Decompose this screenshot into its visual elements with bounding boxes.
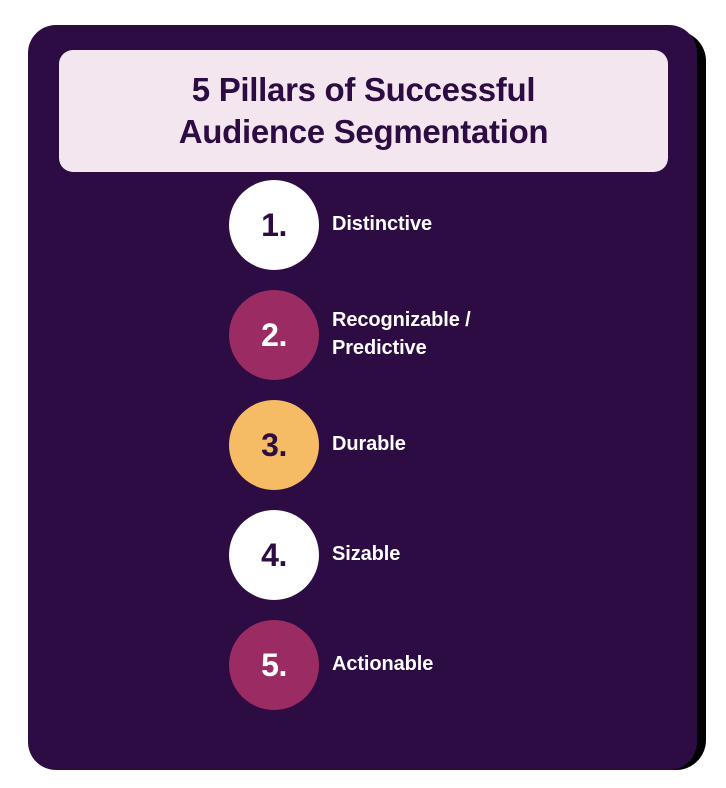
pillar-number-5: 5. (261, 647, 287, 683)
pillar-label-1-line-1: Distinctive (332, 213, 433, 236)
pillar-number-4: 4. (261, 537, 287, 573)
pillar-label-5-line-1: Actionable (332, 653, 434, 676)
pillar-label-5: Actionable (332, 615, 662, 715)
list-item: 3. Durable (28, 395, 697, 505)
title-line-1: 5 Pillars of Successful (191, 71, 536, 109)
pillar-label-4-line-1: Sizable (332, 543, 401, 566)
pillar-list: 1. Distinctive 2. Recognizable / Predict… (28, 175, 697, 725)
title-line-2: Audience Segmentation (178, 113, 549, 150)
list-item: 4. Sizable (28, 505, 697, 615)
pillar-label-2-line-2: Predictive (332, 337, 427, 359)
pillar-label-2-line-1: Recognizable / (332, 309, 471, 332)
page-title: 5 Pillars of Successful Audience Segment… (161, 69, 567, 152)
pillar-number-2: 2. (261, 317, 287, 353)
pillar-badge-3: 3. (229, 400, 319, 490)
pillar-label-4: Sizable (332, 505, 662, 605)
infographic-card: 5 Pillars of Successful Audience Segment… (28, 25, 697, 770)
pillar-badge-2: 2. (229, 290, 319, 380)
pillar-label-3: Durable (332, 395, 662, 495)
pillar-label-1: Distinctive (332, 175, 662, 275)
list-item: 1. Distinctive (28, 175, 697, 285)
pillar-number-3: 3. (261, 427, 287, 463)
list-item: 2. Recognizable / Predictive (28, 285, 697, 395)
list-item: 5. Actionable (28, 615, 697, 725)
pillar-badge-4: 4. (229, 510, 319, 600)
title-banner: 5 Pillars of Successful Audience Segment… (59, 50, 668, 172)
pillar-number-1: 1. (261, 207, 287, 243)
pillar-label-3-line-1: Durable (332, 433, 406, 456)
pillar-badge-1: 1. (229, 180, 319, 270)
pillar-label-2: Recognizable / Predictive (332, 285, 662, 385)
pillar-badge-5: 5. (229, 620, 319, 710)
